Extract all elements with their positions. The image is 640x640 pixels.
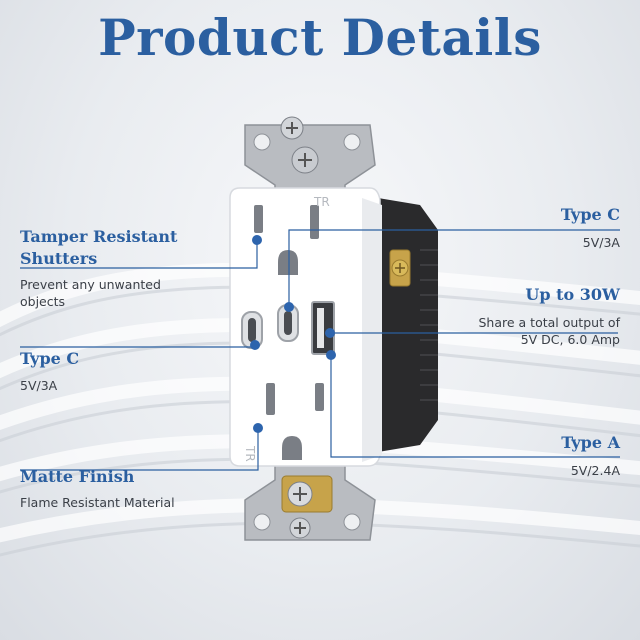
dot-matte [253, 423, 263, 433]
callout-type-c-left: Type C 5V/3A [20, 348, 79, 394]
callout-desc: Flame Resistant Material [20, 495, 175, 510]
callout-title: Matte Finish [20, 467, 135, 486]
callout-title: Type A [561, 433, 620, 452]
callout-title: Up to 30W [525, 285, 620, 304]
page-title: Product Details [98, 8, 542, 67]
top-mounting-strap [244, 116, 376, 201]
callout-dots [250, 235, 336, 433]
dot-up-to-30w [325, 328, 335, 338]
callout-type-a: Type A 5V/2.4A [561, 432, 620, 479]
callout-matte-finish: Matte Finish Flame Resistant Material [20, 466, 175, 511]
callout-title: Type C [560, 205, 620, 224]
callout-desc-line2: 5V DC, 6.0 Amp [520, 332, 620, 347]
callout-title: Type C [20, 349, 80, 368]
callout-desc-line2: objects [20, 294, 66, 309]
callout-desc: 5V/3A [20, 378, 58, 393]
tr-mark-bottom: TR [243, 445, 257, 462]
bottom-mounting-strap [244, 459, 376, 541]
callout-desc: 5V/2.4A [570, 463, 620, 478]
outlet-face [229, 187, 382, 467]
dot-type-a [326, 350, 336, 360]
callout-desc: 5V/3A [582, 235, 620, 250]
callout-up-to-30w: Up to 30W Share a total output of 5V DC,… [479, 284, 621, 348]
dot-type-c-right [284, 302, 294, 312]
callout-title-line2: Shutters [20, 249, 98, 268]
callout-desc-line1: Share a total output of [478, 315, 621, 330]
callout-tamper-resistant: Tamper Resistant Shutters Prevent any un… [20, 226, 177, 310]
callout-desc-line1: Prevent any unwanted [20, 277, 161, 292]
dot-type-c-left [250, 340, 260, 350]
callout-type-c-right: Type C 5V/3A [561, 204, 620, 251]
callout-title: Tamper Resistant [20, 227, 178, 246]
tr-mark-top: TR [313, 195, 330, 209]
dot-tamper [252, 235, 262, 245]
